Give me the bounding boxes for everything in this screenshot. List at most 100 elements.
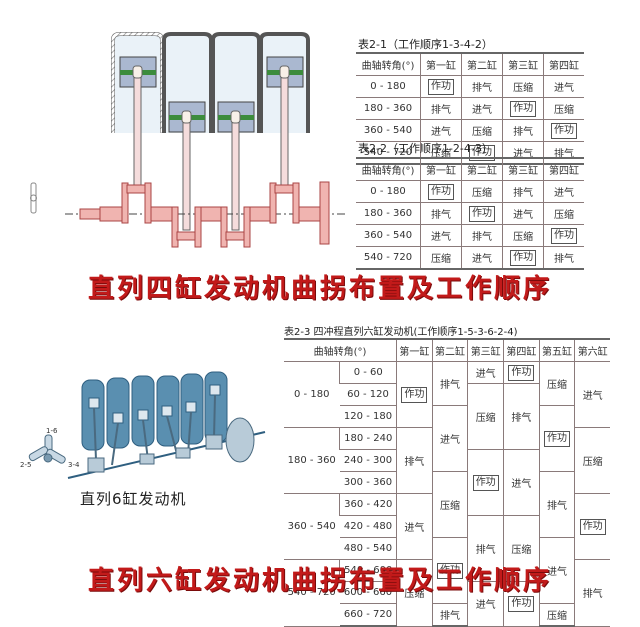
stroke-cell: 进气	[543, 75, 584, 98]
stroke-cell: 排气	[503, 383, 540, 450]
four-cylinder-crankshaft-diagram	[30, 32, 345, 248]
angle-cell: 180 - 360	[356, 97, 421, 120]
power-stroke-cell: 作功	[508, 364, 535, 381]
power-stroke-cell: 作功	[510, 100, 537, 117]
stroke-cell: 排气	[431, 361, 468, 406]
cylinders	[81, 371, 228, 451]
power-stroke-cell: 作功	[510, 249, 537, 266]
stroke-cell: 排气	[419, 97, 462, 120]
stroke-cell: 排气	[431, 603, 468, 627]
stroke-cell: 压缩	[574, 427, 610, 494]
table2-header: 第一缸	[419, 157, 462, 181]
table3-header: 曲轴转角(°)	[284, 338, 397, 362]
stroke-cell: 压缩	[461, 180, 503, 203]
minor-angle-cell: 300 - 360	[339, 471, 397, 494]
table2-header: 第四缸	[543, 157, 584, 181]
table-row: 0 - 180 作功 排气 压缩 进气	[356, 75, 584, 98]
power-stroke-cell: 作功	[428, 78, 455, 95]
angle-cell: 360 - 540	[356, 119, 421, 142]
table2-header: 第三缸	[502, 157, 544, 181]
angle-cell: 0 - 180	[356, 180, 421, 203]
table1-header: 曲轴转角(°)	[356, 52, 421, 76]
angle-cell: 0 - 180	[356, 75, 421, 98]
minor-angle-cell: 480 - 540	[339, 537, 397, 560]
power-stroke-cell: 作功	[551, 227, 578, 244]
table-row: 540 - 720 压缩 进气 作功 排气	[356, 246, 584, 270]
four-cylinder-title-banner: 直列四缸发动机曲拐布置及工作顺序	[87, 274, 552, 304]
stroke-cell: 进气	[467, 361, 504, 384]
flywheel	[225, 417, 255, 463]
stroke-cell: 压缩	[503, 515, 540, 582]
table3-header: 第三缸	[467, 338, 504, 362]
table2-firing-order-1243: 曲轴转角(°) 第一缸 第二缸 第三缸 第四缸 0 - 180 作功 压缩 排气…	[356, 157, 584, 270]
stroke-cell: 压缩	[543, 97, 584, 120]
power-stroke-cell: 作功	[437, 562, 464, 579]
stroke-cell: 排气	[396, 427, 433, 494]
crank-label-3-4: 3-4	[68, 461, 80, 469]
table-row: 120 - 180 进气 作功	[284, 405, 610, 472]
stroke-cell: 排气	[538, 471, 575, 538]
table1-header: 第一缸	[419, 52, 462, 76]
table-row: 180 - 360 排气 进气 作功 压缩	[356, 97, 584, 120]
table3-header: 第二缸	[431, 338, 468, 362]
table-row: 60 - 120 压缩 排气	[284, 383, 610, 450]
table3-six-cylinder-firing-order: 曲轴转角(°) 第一缸 第二缸 第三缸 第四缸 第五缸 第六缸 0 - 180 …	[284, 338, 610, 627]
table-row: 0 - 180 作功 压缩 排气 进气	[356, 180, 584, 203]
stroke-cell: 压缩	[431, 471, 468, 538]
table3-header: 第一缸	[396, 338, 433, 362]
minor-angle-cell: 360 - 420	[339, 493, 397, 516]
stroke-cell: 排气	[461, 224, 503, 247]
table-row: 0 - 180 0 - 60 作功 排气 进气 作功 压缩 进气	[284, 361, 610, 428]
table1-header: 第三缸	[502, 52, 544, 76]
crank-label-1-6: 1-6	[46, 427, 58, 435]
table1-header: 第二缸	[461, 52, 503, 76]
stroke-cell: 排气	[502, 180, 544, 203]
stroke-cell: 进气	[574, 361, 610, 428]
stroke-cell: 排气	[502, 119, 544, 142]
power-stroke-cell: 作功	[508, 595, 535, 612]
minor-angle-cell: 420 - 480	[339, 515, 397, 538]
table-row: 180 - 360 排气 作功 进气 压缩	[356, 202, 584, 225]
table-row: 480 - 540 作功 进气	[284, 537, 610, 604]
stroke-cell: 进气	[419, 119, 462, 142]
power-stroke-cell: 作功	[401, 386, 428, 403]
table-row: 360 - 540 进气 排气 压缩 作功	[356, 224, 584, 247]
six-cylinder-engine-diagram: 1-6 2-5 3-4	[20, 371, 266, 479]
angle-cell: 360 - 540	[356, 224, 421, 247]
table2-header: 曲轴转角(°)	[356, 157, 421, 181]
stroke-cell: 进气	[538, 537, 575, 604]
stroke-cell: 进气	[461, 97, 503, 120]
crank-throw-icon	[28, 434, 66, 464]
six-cylinder-title-banner: 直列六缸发动机曲拐布置及工作顺序	[87, 566, 552, 596]
stroke-cell: 压缩	[467, 383, 504, 450]
table-row: 240 - 300 作功 进气	[284, 449, 610, 516]
crank-label-2-5: 2-5	[20, 461, 31, 469]
power-stroke-cell: 作功	[469, 205, 496, 222]
table-row: 420 - 480 排气 压缩	[284, 515, 610, 582]
stroke-cell: 压缩	[419, 246, 462, 270]
major-angle-cell: 0 - 180	[284, 361, 340, 428]
stroke-cell: 排气	[467, 515, 504, 582]
minor-angle-cell: 0 - 60	[339, 361, 397, 384]
stroke-cell: 压缩	[538, 603, 575, 627]
minor-angle-cell: 180 - 240	[339, 427, 397, 450]
table3-header: 第六缸	[574, 338, 610, 362]
major-angle-cell: 180 - 360	[284, 427, 340, 494]
minor-angle-cell: 240 - 300	[339, 449, 397, 472]
power-stroke-cell: 作功	[472, 474, 499, 491]
stroke-cell: 压缩	[461, 119, 503, 142]
minor-angle-cell: 600 - 660	[339, 581, 397, 604]
six-cylinder-label: 直列6缸发动机	[80, 490, 187, 508]
stroke-cell: 进气	[419, 224, 462, 247]
power-stroke-cell: 作功	[579, 518, 606, 535]
table3-header: 第五缸	[538, 338, 575, 362]
stroke-cell: 进气	[502, 202, 544, 225]
stroke-cell: 压缩	[543, 202, 584, 225]
stroke-cell: 进气	[543, 180, 584, 203]
major-angle-cell: 360 - 540	[284, 493, 340, 560]
table1-header: 第四缸	[543, 52, 584, 76]
table3-header: 第四缸	[503, 338, 540, 362]
table1-caption: 表2-1（工作顺序1-3-4-2）	[358, 38, 493, 51]
power-stroke-cell: 作功	[551, 122, 578, 139]
crank-throws	[87, 434, 223, 473]
